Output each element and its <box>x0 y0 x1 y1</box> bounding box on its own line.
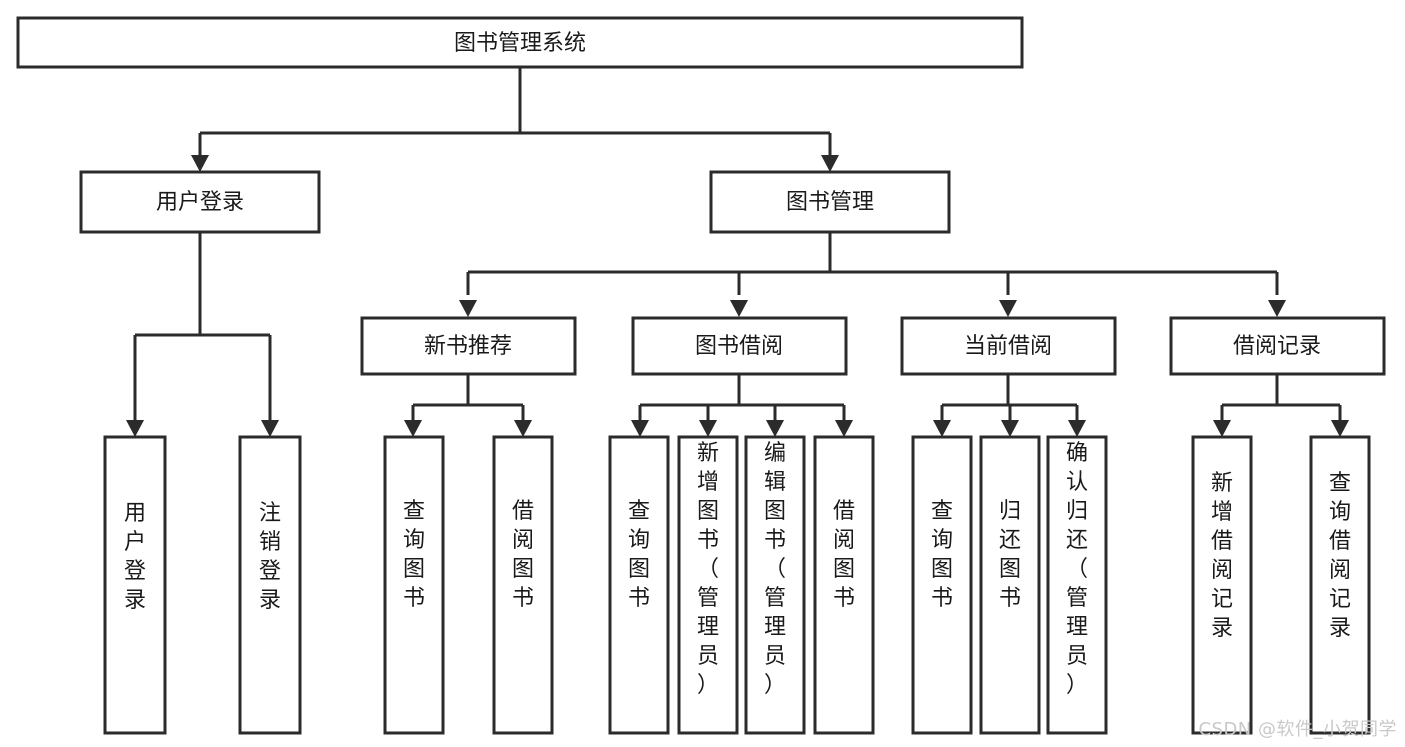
node-root-label: 图书管理系统 <box>454 31 586 56</box>
leaf-user-logout-box[interactable] <box>238 435 302 735</box>
arrow-bm-to-current-borrow <box>999 300 1017 317</box>
arrow-current-borrow-leaf-2 <box>1001 420 1019 437</box>
leaf-node-edit-book[interactable]: 编辑图书（管理员） <box>744 435 806 735</box>
leaf-query-book-2-box[interactable] <box>608 435 670 735</box>
leaf-return-book-box[interactable] <box>979 435 1041 735</box>
node-borrow-record[interactable]: 借阅记录 <box>1169 316 1386 376</box>
leaf-query-record-label: 查询借阅记录 <box>1329 471 1351 641</box>
leaf-query-book-2-label: 查询图书 <box>628 499 650 611</box>
node-user-login-label: 用户登录 <box>156 190 244 215</box>
leaf-node-borrow-book-2[interactable]: 借阅图书 <box>813 435 875 735</box>
node-current-borrow-box[interactable] <box>900 316 1117 376</box>
arrow-root-to-book-management <box>821 155 839 172</box>
leaf-query-book-3-box[interactable] <box>911 435 973 735</box>
leaf-edit-book-box[interactable] <box>744 435 806 735</box>
node-borrow-record-box[interactable] <box>1169 316 1386 376</box>
node-new-book-recommend[interactable]: 新书推荐 <box>360 316 577 376</box>
arrow-book-borrow-leaf-2 <box>699 420 717 437</box>
leaf-query-record-box[interactable] <box>1309 435 1371 735</box>
node-user-login[interactable]: 用户登录 <box>79 170 321 234</box>
node-book-borrow-label: 图书借阅 <box>695 334 783 359</box>
csdn-watermark: CSDN @软件_小贺同学 <box>1198 719 1397 740</box>
leaf-node-query-book-2[interactable]: 查询图书 <box>608 435 670 735</box>
arrow-borrow-record-leaf-2 <box>1331 420 1349 437</box>
leaf-node-return-book[interactable]: 归还图书 <box>979 435 1041 735</box>
arrow-user-login-leaf-2 <box>261 420 279 437</box>
node-new-book-recommend-label: 新书推荐 <box>424 334 512 359</box>
node-book-borrow[interactable]: 图书借阅 <box>631 316 848 376</box>
leaf-add-record-box[interactable] <box>1191 435 1253 735</box>
leaf-borrow-book-2-label: 借阅图书 <box>833 499 855 611</box>
arrow-new-book-leaf-2 <box>514 420 532 437</box>
leaf-user-login-label: 用户登录 <box>124 501 146 613</box>
leaf-node-user-login[interactable]: 用户登录 <box>103 435 167 735</box>
arrow-user-login-leaf-1 <box>126 420 144 437</box>
leaf-user-logout-label: 注销登录 <box>259 501 281 613</box>
node-new-book-recommend-box[interactable] <box>360 316 577 376</box>
leaf-add-book-label: 新增图书（管理员） <box>697 441 719 698</box>
leaf-node-query-book-1[interactable]: 查询图书 <box>383 435 445 735</box>
leaf-node-query-book-3[interactable]: 查询图书 <box>911 435 973 735</box>
leaf-borrow-book-1-box[interactable] <box>492 435 554 735</box>
arrow-book-borrow-leaf-1 <box>631 420 649 437</box>
leaf-node-add-record[interactable]: 新增借阅记录 <box>1191 435 1253 735</box>
arrow-bm-to-borrow-record <box>1268 300 1286 317</box>
connectors-layer <box>126 67 1349 437</box>
leaf-confirm-return-box[interactable] <box>1046 435 1108 735</box>
leaf-node-borrow-book-1[interactable]: 借阅图书 <box>492 435 554 735</box>
node-current-borrow-label: 当前借阅 <box>964 334 1052 359</box>
leaf-query-book-1-label: 查询图书 <box>403 499 425 611</box>
leaf-borrow-book-2-box[interactable] <box>813 435 875 735</box>
leaf-confirm-return-label: 确认归还（管理员） <box>1066 441 1088 698</box>
leaf-node-confirm-return[interactable]: 确认归还（管理员） <box>1046 435 1108 735</box>
node-book-management-box[interactable] <box>709 170 951 234</box>
node-book-borrow-box[interactable] <box>631 316 848 376</box>
node-book-management-label: 图书管理 <box>786 190 874 215</box>
leaf-node-add-book[interactable]: 新增图书（管理员） <box>677 435 739 735</box>
arrow-new-book-leaf-1 <box>404 420 422 437</box>
node-book-management[interactable]: 图书管理 <box>709 170 951 234</box>
arrow-bm-to-book-borrow <box>730 300 748 317</box>
leaf-query-book-3-label: 查询图书 <box>931 499 953 611</box>
arrow-borrow-record-leaf-1 <box>1213 420 1231 437</box>
arrow-current-borrow-leaf-1 <box>933 420 951 437</box>
node-root-box[interactable] <box>16 16 1024 69</box>
node-current-borrow[interactable]: 当前借阅 <box>900 316 1117 376</box>
node-borrow-record-label: 借阅记录 <box>1233 334 1321 359</box>
leaf-node-user-logout[interactable]: 注销登录 <box>238 435 302 735</box>
arrow-book-borrow-leaf-3 <box>766 420 784 437</box>
arrow-current-borrow-leaf-3 <box>1068 420 1086 437</box>
leaf-node-query-record[interactable]: 查询借阅记录 <box>1309 435 1371 735</box>
leaf-user-login-box[interactable] <box>103 435 167 735</box>
node-root[interactable]: 图书管理系统 <box>16 16 1024 69</box>
leaf-return-book-label: 归还图书 <box>999 499 1021 611</box>
leaf-edit-book-label: 编辑图书（管理员） <box>764 441 786 698</box>
leaf-query-book-1-box[interactable] <box>383 435 445 735</box>
leaf-borrow-book-1-label: 借阅图书 <box>512 499 534 611</box>
leaf-add-record-label: 新增借阅记录 <box>1211 471 1233 641</box>
arrow-book-borrow-leaf-4 <box>835 420 853 437</box>
node-user-login-box[interactable] <box>79 170 321 234</box>
arrow-bm-to-new-book <box>459 300 477 317</box>
arrow-root-to-user-login <box>191 155 209 172</box>
leaf-add-book-box[interactable] <box>677 435 739 735</box>
